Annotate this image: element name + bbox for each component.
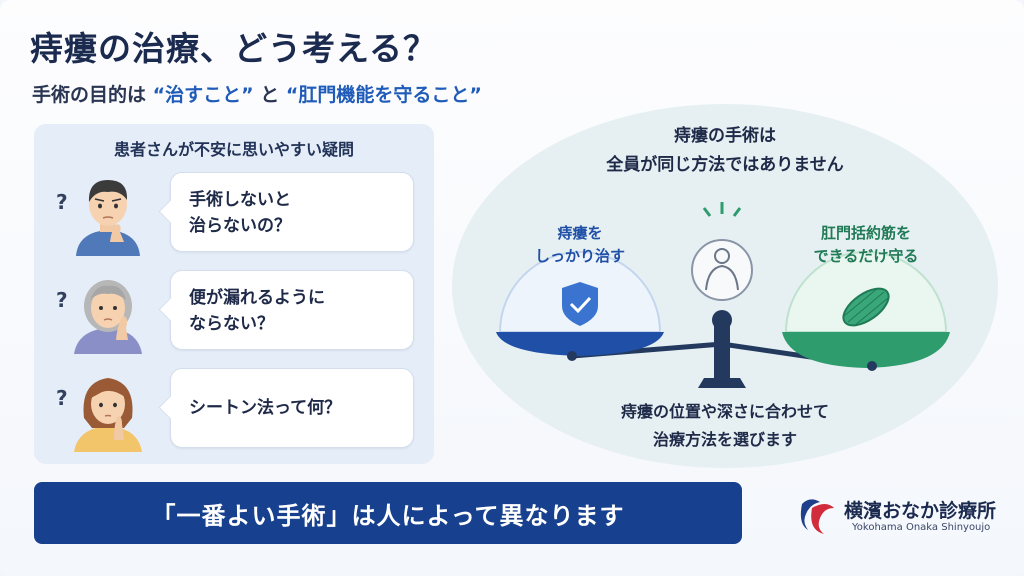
question-2-line-1: 便が漏れるように [189,288,325,308]
concerns-panel: 患者さんが不安に思いやすい疑問 ? 手術しないと 治らないの？ ? [34,124,434,464]
question-row-2: ? 便が漏れるように ならない？ [34,270,434,354]
balance-scale-illustration [496,202,950,388]
cure-label-line-1: 痔瘻を [557,224,603,242]
page-title: 痔瘻の治療、どう考える？ [30,29,438,68]
subtitle-mid: と [260,84,280,106]
question-bubble-2: 便が漏れるように ならない？ [170,270,414,350]
balance-heading-line-1: 痔瘻の手術は [674,126,776,146]
sphincter-label: 肛門括約筋を できるだけ守る [796,222,936,269]
question-mark-icon: ? [56,190,68,214]
elderly-woman-avatar-icon [74,280,142,354]
subtitle: 手術の目的は “治すこと” と “肛門機能を守ること” [32,80,482,107]
question-row-3: ? シートン法って何？ [34,368,434,452]
subtitle-prefix: 手術の目的は [32,84,147,106]
balance-heading: 痔瘻の手術は 全員が同じ方法ではありません [452,122,998,180]
balance-heading-line-2: 全員が同じ方法ではありません [606,154,844,175]
question-2-line-2: ならない？ [189,314,274,335]
question-1-line-2: 治らないの？ [189,216,291,237]
question-bubble-1: 手術しないと 治らないの？ [170,172,414,252]
clinic-name: 横濱おなか診療所 [844,500,997,522]
concerns-heading: 患者さんが不安に思いやすい疑問 [113,140,354,159]
question-3-line-1: シートン法って何？ [189,398,342,418]
question-row-1: ? 手術しないと 治らないの？ [34,172,434,256]
question-mark-icon: ? [56,386,68,410]
cure-label-line-2: しっかり治す [534,247,625,266]
key-message-banner: 「一番よい手術」は人によって異なります [34,482,742,544]
clinic-name-romaji: Yokohama Onaka Shinyoujo [852,522,991,533]
question-mark-icon: ? [56,288,68,312]
young-woman-avatar-icon [74,378,142,452]
sphincter-label-line-2: できるだけ守る [813,247,919,266]
clinic-emblem-icon [800,499,834,534]
subtitle-highlight-function: “肛門機能を守ること” [285,84,482,106]
balance-caption-line-2: 治療方法を選びます [652,430,797,449]
subtitle-highlight-cure: “治すこと” [152,84,254,106]
question-bubble-3: シートン法って何？ [170,368,414,448]
balance-caption: 痔瘻の位置や深さに合わせて 治療方法を選びます [452,398,998,454]
balance-caption-line-1: 痔瘻の位置や深さに合わせて [620,402,829,421]
clinic-logo: 横濱おなか診療所 Yokohama Onaka Shinyoujo [796,494,1006,544]
middle-aged-man-avatar-icon [76,180,140,256]
sphincter-label-line-1: 肛門括約筋を [820,224,911,242]
cure-label: 痔瘻を しっかり治す [510,222,650,269]
question-1-line-1: 手術しないと [189,190,291,210]
